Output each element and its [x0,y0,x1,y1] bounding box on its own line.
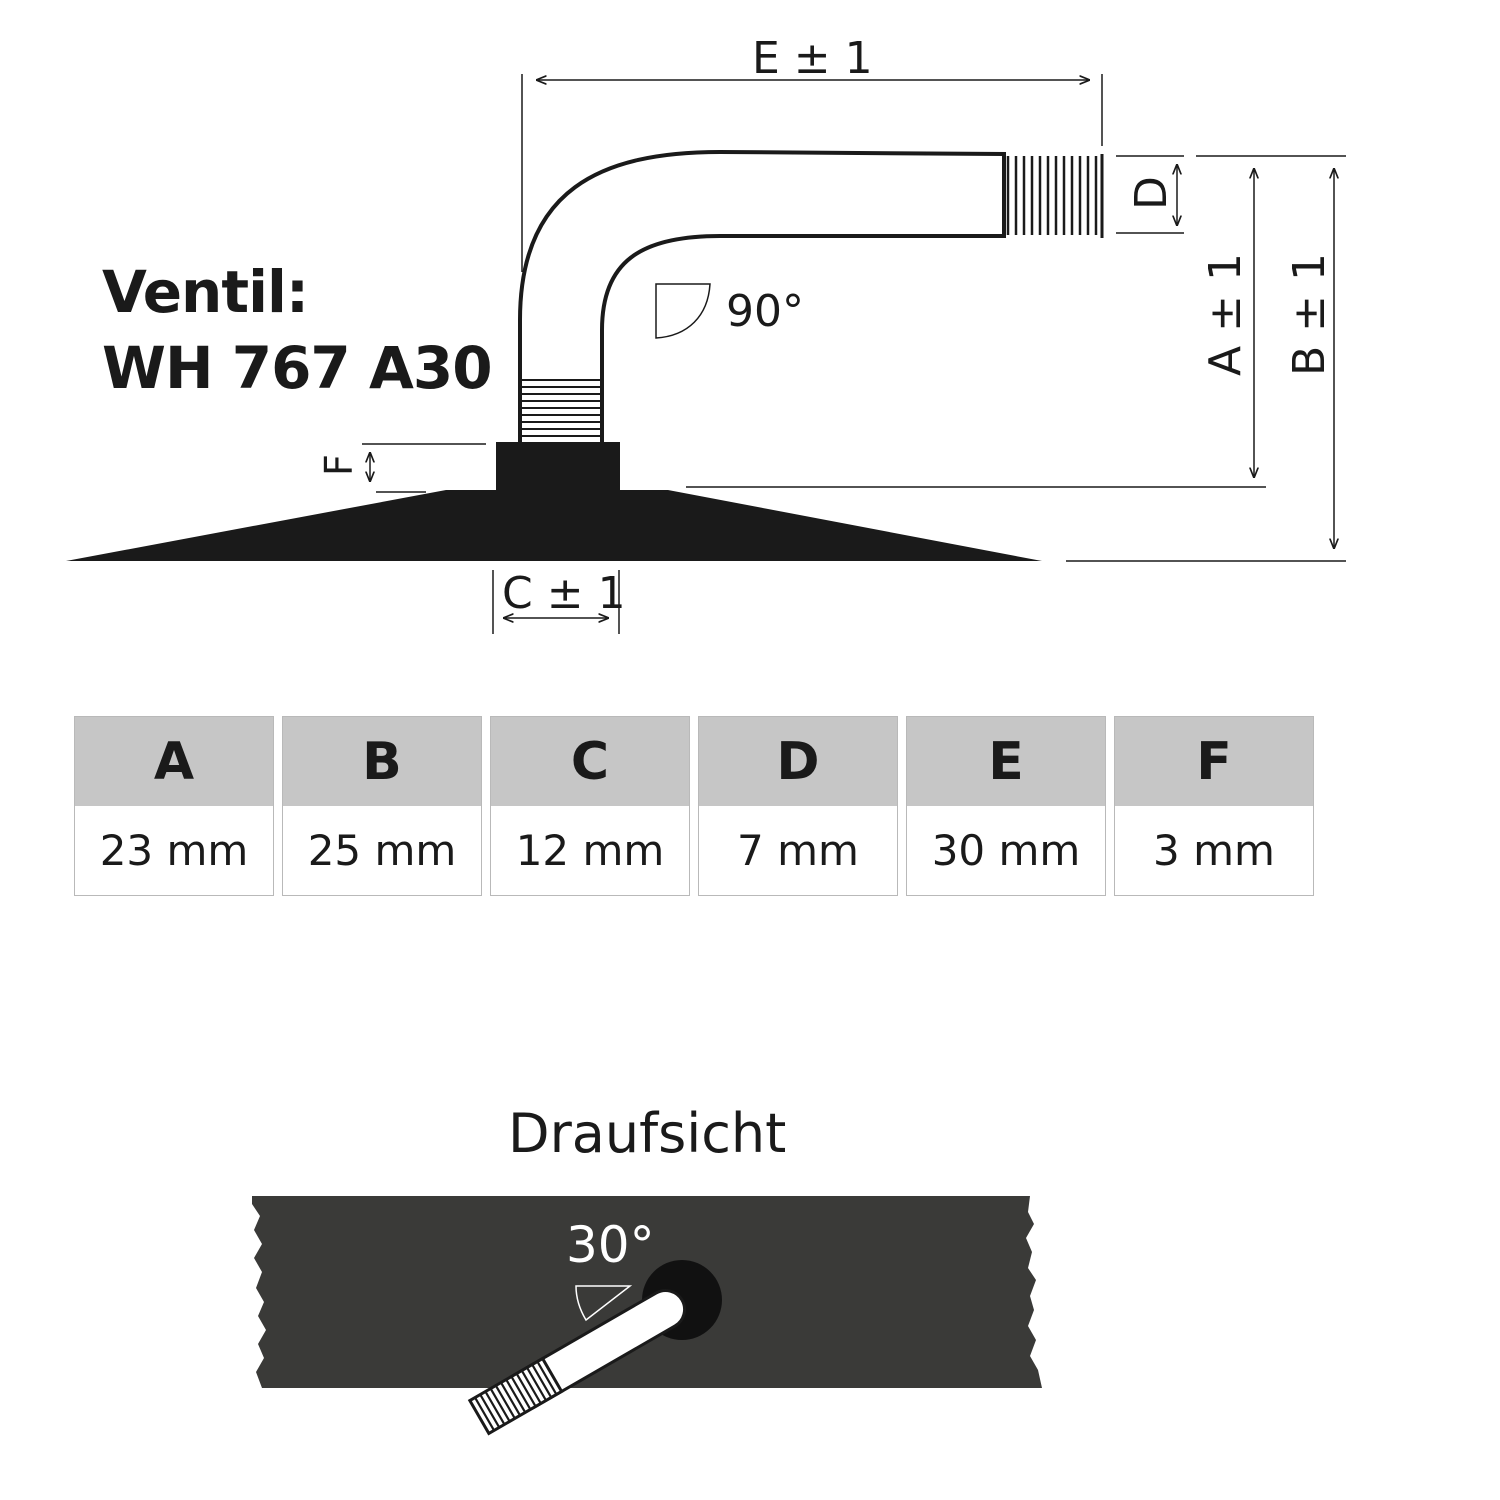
dimension-c-label: C ± 1 [502,568,626,619]
header-f: F [1114,716,1314,806]
dimension-b-label: B ± 1 [1284,253,1335,376]
vertical-thread [522,379,600,437]
valve-title-label: Ventil: [102,258,309,326]
rubber-base [66,490,1042,561]
angle-30-icon [575,1285,633,1322]
angle-90-label: 90° [726,286,804,337]
top-view: 30° [252,1196,1042,1436]
dimension-e-label: E ± 1 [752,33,873,84]
valve-block [496,442,620,492]
dimension-table-value-row: 23 mm 25 mm 12 mm 7 mm 30 mm 3 mm [74,806,1314,896]
header-e: E [906,716,1106,806]
header-b: B [282,716,482,806]
dimension-f-label: F [317,454,361,476]
value-c: 12 mm [490,806,690,896]
valve-stem [518,149,1006,442]
dimension-table: A B C D E F 23 mm 25 mm 12 mm 7 mm 30 mm… [66,716,1322,896]
top-view-title: Draufsicht [508,1102,787,1165]
header-a: A [74,716,274,806]
dimension-d-label: D [1126,176,1177,210]
angle-90-icon [655,283,711,339]
value-a: 23 mm [74,806,274,896]
dimension-table-header-row: A B C D E F [74,716,1314,806]
value-b: 25 mm [282,806,482,896]
header-c: C [490,716,690,806]
header-d: D [698,716,898,806]
value-d: 7 mm [698,806,898,896]
angle-30-label: 30° [566,1216,655,1274]
value-f: 3 mm [1114,806,1314,896]
side-view: 90° E ± 1 D A ± 1 B ± 1 F C ± 1 [66,33,1346,634]
value-e: 30 mm [906,806,1106,896]
end-thread [1006,154,1104,238]
valve-model-label: WH 767 A30 [102,334,493,402]
dimension-a-label: A ± 1 [1200,253,1251,376]
thread-top-view [474,1360,558,1432]
